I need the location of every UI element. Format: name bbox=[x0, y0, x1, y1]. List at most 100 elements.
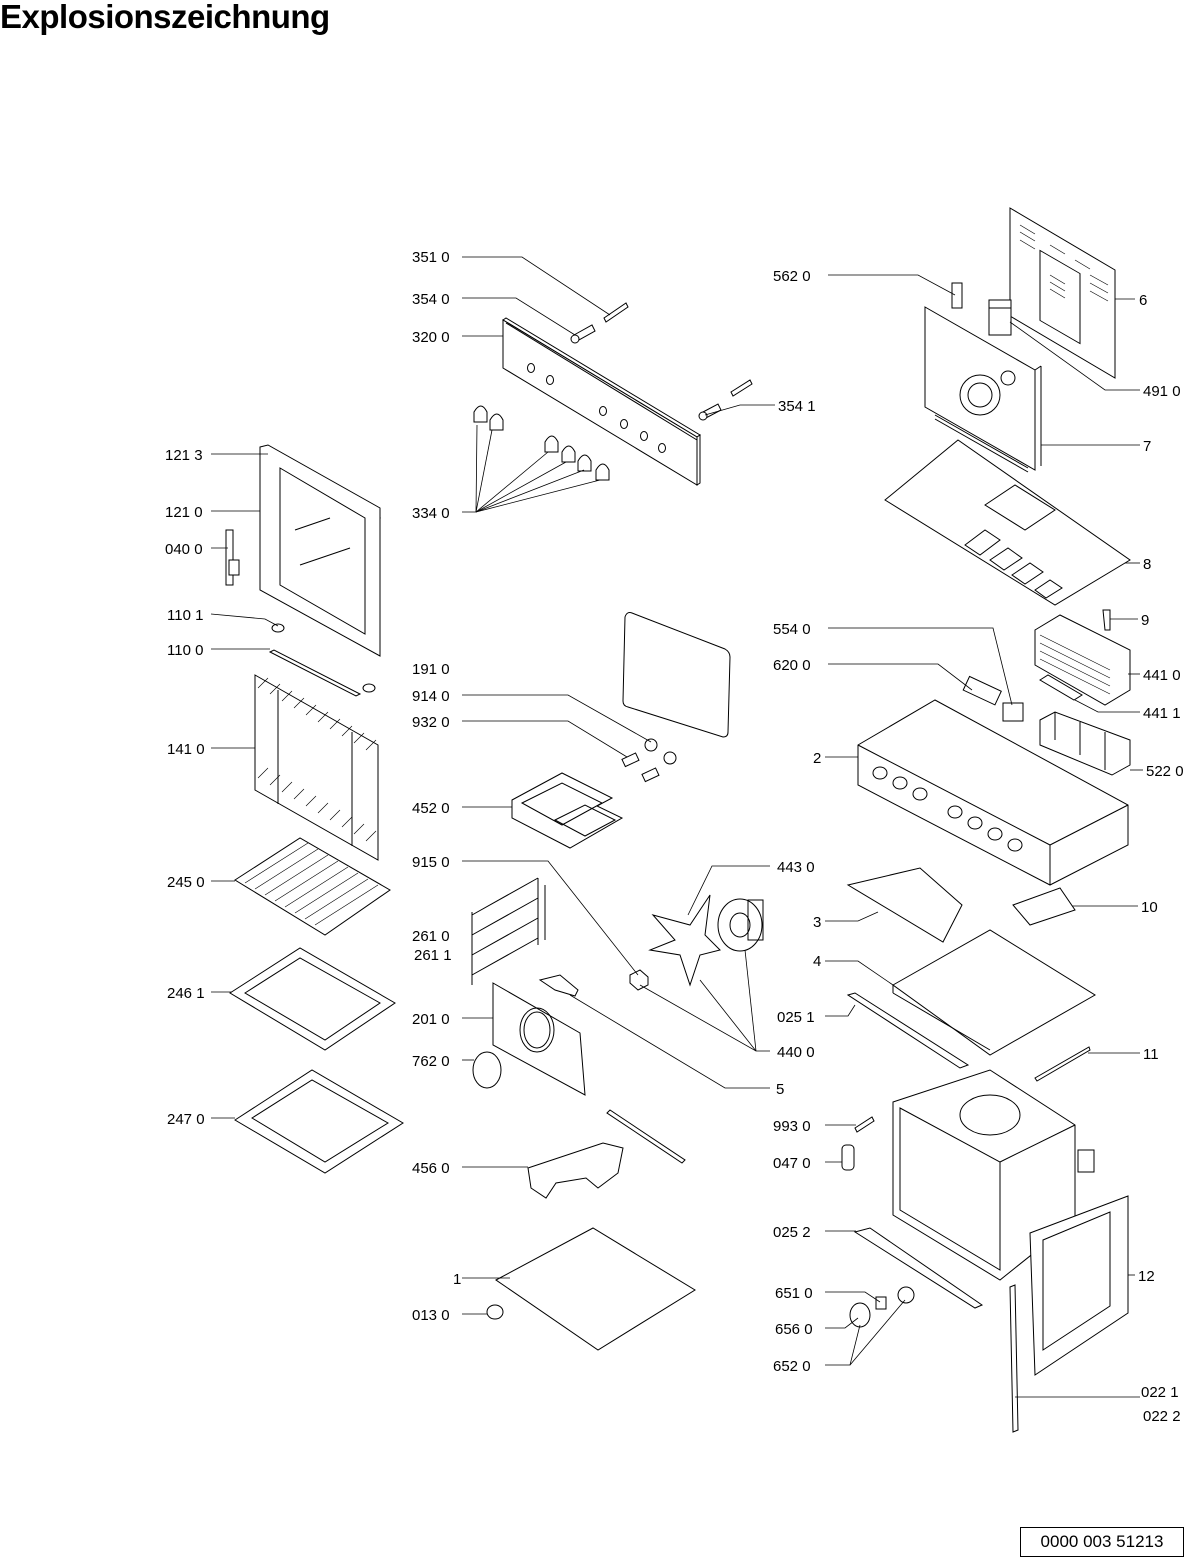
fan-wheel-part bbox=[648, 894, 721, 987]
label-10: 10 bbox=[1141, 899, 1158, 916]
control-panel-part bbox=[502, 317, 701, 486]
door-glass-part bbox=[254, 674, 379, 861]
leader-lines bbox=[210, 256, 1143, 1398]
label-5: 5 bbox=[776, 1081, 784, 1098]
deflector-part bbox=[846, 867, 963, 943]
door-inner-frame-part bbox=[1029, 1195, 1129, 1376]
document-number: 0000 003 51213 bbox=[1020, 1527, 1184, 1557]
hinge-part bbox=[225, 529, 240, 586]
roasting-pan-part bbox=[234, 1069, 404, 1174]
shaft-parts bbox=[570, 302, 753, 421]
label-491-0: 491 0 bbox=[1143, 383, 1181, 400]
fan-motor-part bbox=[717, 898, 764, 952]
clip-part bbox=[1102, 609, 1111, 631]
side-rail-part bbox=[471, 877, 546, 985]
label-620-0: 620 0 bbox=[773, 657, 811, 674]
foot-part bbox=[486, 1304, 504, 1320]
label-12: 12 bbox=[1138, 1268, 1155, 1285]
label-040-0: 040 0 bbox=[165, 541, 203, 558]
label-554-0: 554 0 bbox=[773, 621, 811, 638]
label-2: 2 bbox=[813, 750, 821, 767]
part-labels: 351 0 354 0 320 0 354 1 334 0 562 0 6 49… bbox=[165, 249, 1184, 1425]
label-201-0: 201 0 bbox=[412, 1011, 450, 1028]
bottom-heater-part bbox=[527, 1109, 686, 1199]
label-651-0: 651 0 bbox=[775, 1285, 813, 1302]
label-247-0: 247 0 bbox=[167, 1111, 205, 1128]
base-plate-part bbox=[495, 1227, 696, 1351]
label-334-0: 334 0 bbox=[412, 505, 450, 522]
label-441-0: 441 0 bbox=[1143, 667, 1181, 684]
rail-left-part bbox=[846, 992, 970, 1069]
cover-disc-part bbox=[472, 1051, 502, 1089]
label-915-0: 915 0 bbox=[412, 854, 450, 871]
label-022-2: 022 2 bbox=[1143, 1408, 1181, 1425]
lamp-parts bbox=[849, 1286, 915, 1328]
label-261-1: 261 1 bbox=[414, 947, 452, 964]
label-993-0: 993 0 bbox=[773, 1118, 811, 1135]
rod-part bbox=[1034, 1046, 1091, 1082]
oven-rack-part bbox=[234, 837, 391, 936]
fan-cover-part bbox=[492, 982, 586, 1096]
label-7: 7 bbox=[1143, 438, 1151, 455]
label-121-3: 121 3 bbox=[165, 447, 203, 464]
label-354-1: 354 1 bbox=[778, 398, 816, 415]
label-047-0: 047 0 bbox=[773, 1155, 811, 1172]
label-191-0: 191 0 bbox=[412, 661, 450, 678]
label-11: 11 bbox=[1143, 1046, 1159, 1063]
bottom-panel-part bbox=[892, 929, 1096, 1056]
label-456-0: 456 0 bbox=[412, 1160, 450, 1177]
label-762-0: 762 0 bbox=[412, 1053, 450, 1070]
relay-block-part bbox=[1039, 711, 1131, 776]
label-522-0: 522 0 bbox=[1146, 763, 1184, 780]
fan-bracket-small-part bbox=[538, 974, 579, 997]
label-914-0: 914 0 bbox=[412, 688, 450, 705]
knob-parts bbox=[473, 405, 610, 481]
door-seal-part bbox=[622, 612, 731, 738]
nut-part bbox=[629, 969, 649, 991]
label-022-1: 022 1 bbox=[1141, 1384, 1179, 1401]
label-440-0: 440 0 bbox=[777, 1044, 815, 1061]
tangential-fan-part bbox=[1034, 614, 1131, 706]
spring-parts bbox=[621, 752, 660, 783]
rear-cover-part bbox=[1009, 207, 1116, 379]
label-121-0: 121 0 bbox=[165, 504, 203, 521]
transformer-part bbox=[988, 299, 1012, 336]
label-354-0: 354 0 bbox=[412, 291, 450, 308]
label-1: 1 bbox=[453, 1271, 461, 1288]
label-652-0: 652 0 bbox=[773, 1358, 811, 1375]
hinge-rail-part bbox=[1009, 1284, 1019, 1433]
rear-wall-part bbox=[924, 306, 1042, 473]
switch-part bbox=[962, 675, 1002, 706]
handle-part bbox=[268, 623, 376, 697]
fan-bracket-part bbox=[1039, 674, 1083, 701]
label-320-0: 320 0 bbox=[412, 329, 450, 346]
label-562-0: 562 0 bbox=[773, 268, 811, 285]
grill-heater-part bbox=[511, 772, 624, 849]
label-025-1: 025 1 bbox=[777, 1009, 815, 1026]
label-261-0: 261 0 bbox=[412, 928, 450, 945]
top-cover-part bbox=[884, 439, 1131, 606]
label-4: 4 bbox=[813, 953, 821, 970]
screw-part bbox=[854, 1116, 875, 1133]
label-9: 9 bbox=[1141, 612, 1149, 629]
label-245-0: 245 0 bbox=[167, 874, 205, 891]
bracket-part bbox=[951, 282, 963, 309]
label-351-0: 351 0 bbox=[412, 249, 450, 266]
label-246-1: 246 1 bbox=[167, 985, 205, 1002]
control-bracket-part bbox=[1012, 887, 1076, 926]
thermostat-part bbox=[1002, 702, 1024, 722]
control-housing-part bbox=[857, 699, 1129, 886]
label-443-0: 443 0 bbox=[777, 859, 815, 876]
page-title: Explosionszeichnung bbox=[0, 0, 330, 35]
baking-tray-part bbox=[229, 947, 396, 1051]
latch-part bbox=[841, 1144, 855, 1171]
label-8: 8 bbox=[1143, 556, 1151, 573]
label-025-2: 025 2 bbox=[773, 1224, 811, 1241]
label-656-0: 656 0 bbox=[775, 1321, 813, 1338]
label-3: 3 bbox=[813, 914, 821, 931]
lamp-cover-parts bbox=[644, 738, 677, 765]
label-141-0: 141 0 bbox=[167, 741, 205, 758]
front-rail-part bbox=[853, 1227, 984, 1309]
label-110-1: 110 1 bbox=[167, 607, 203, 624]
